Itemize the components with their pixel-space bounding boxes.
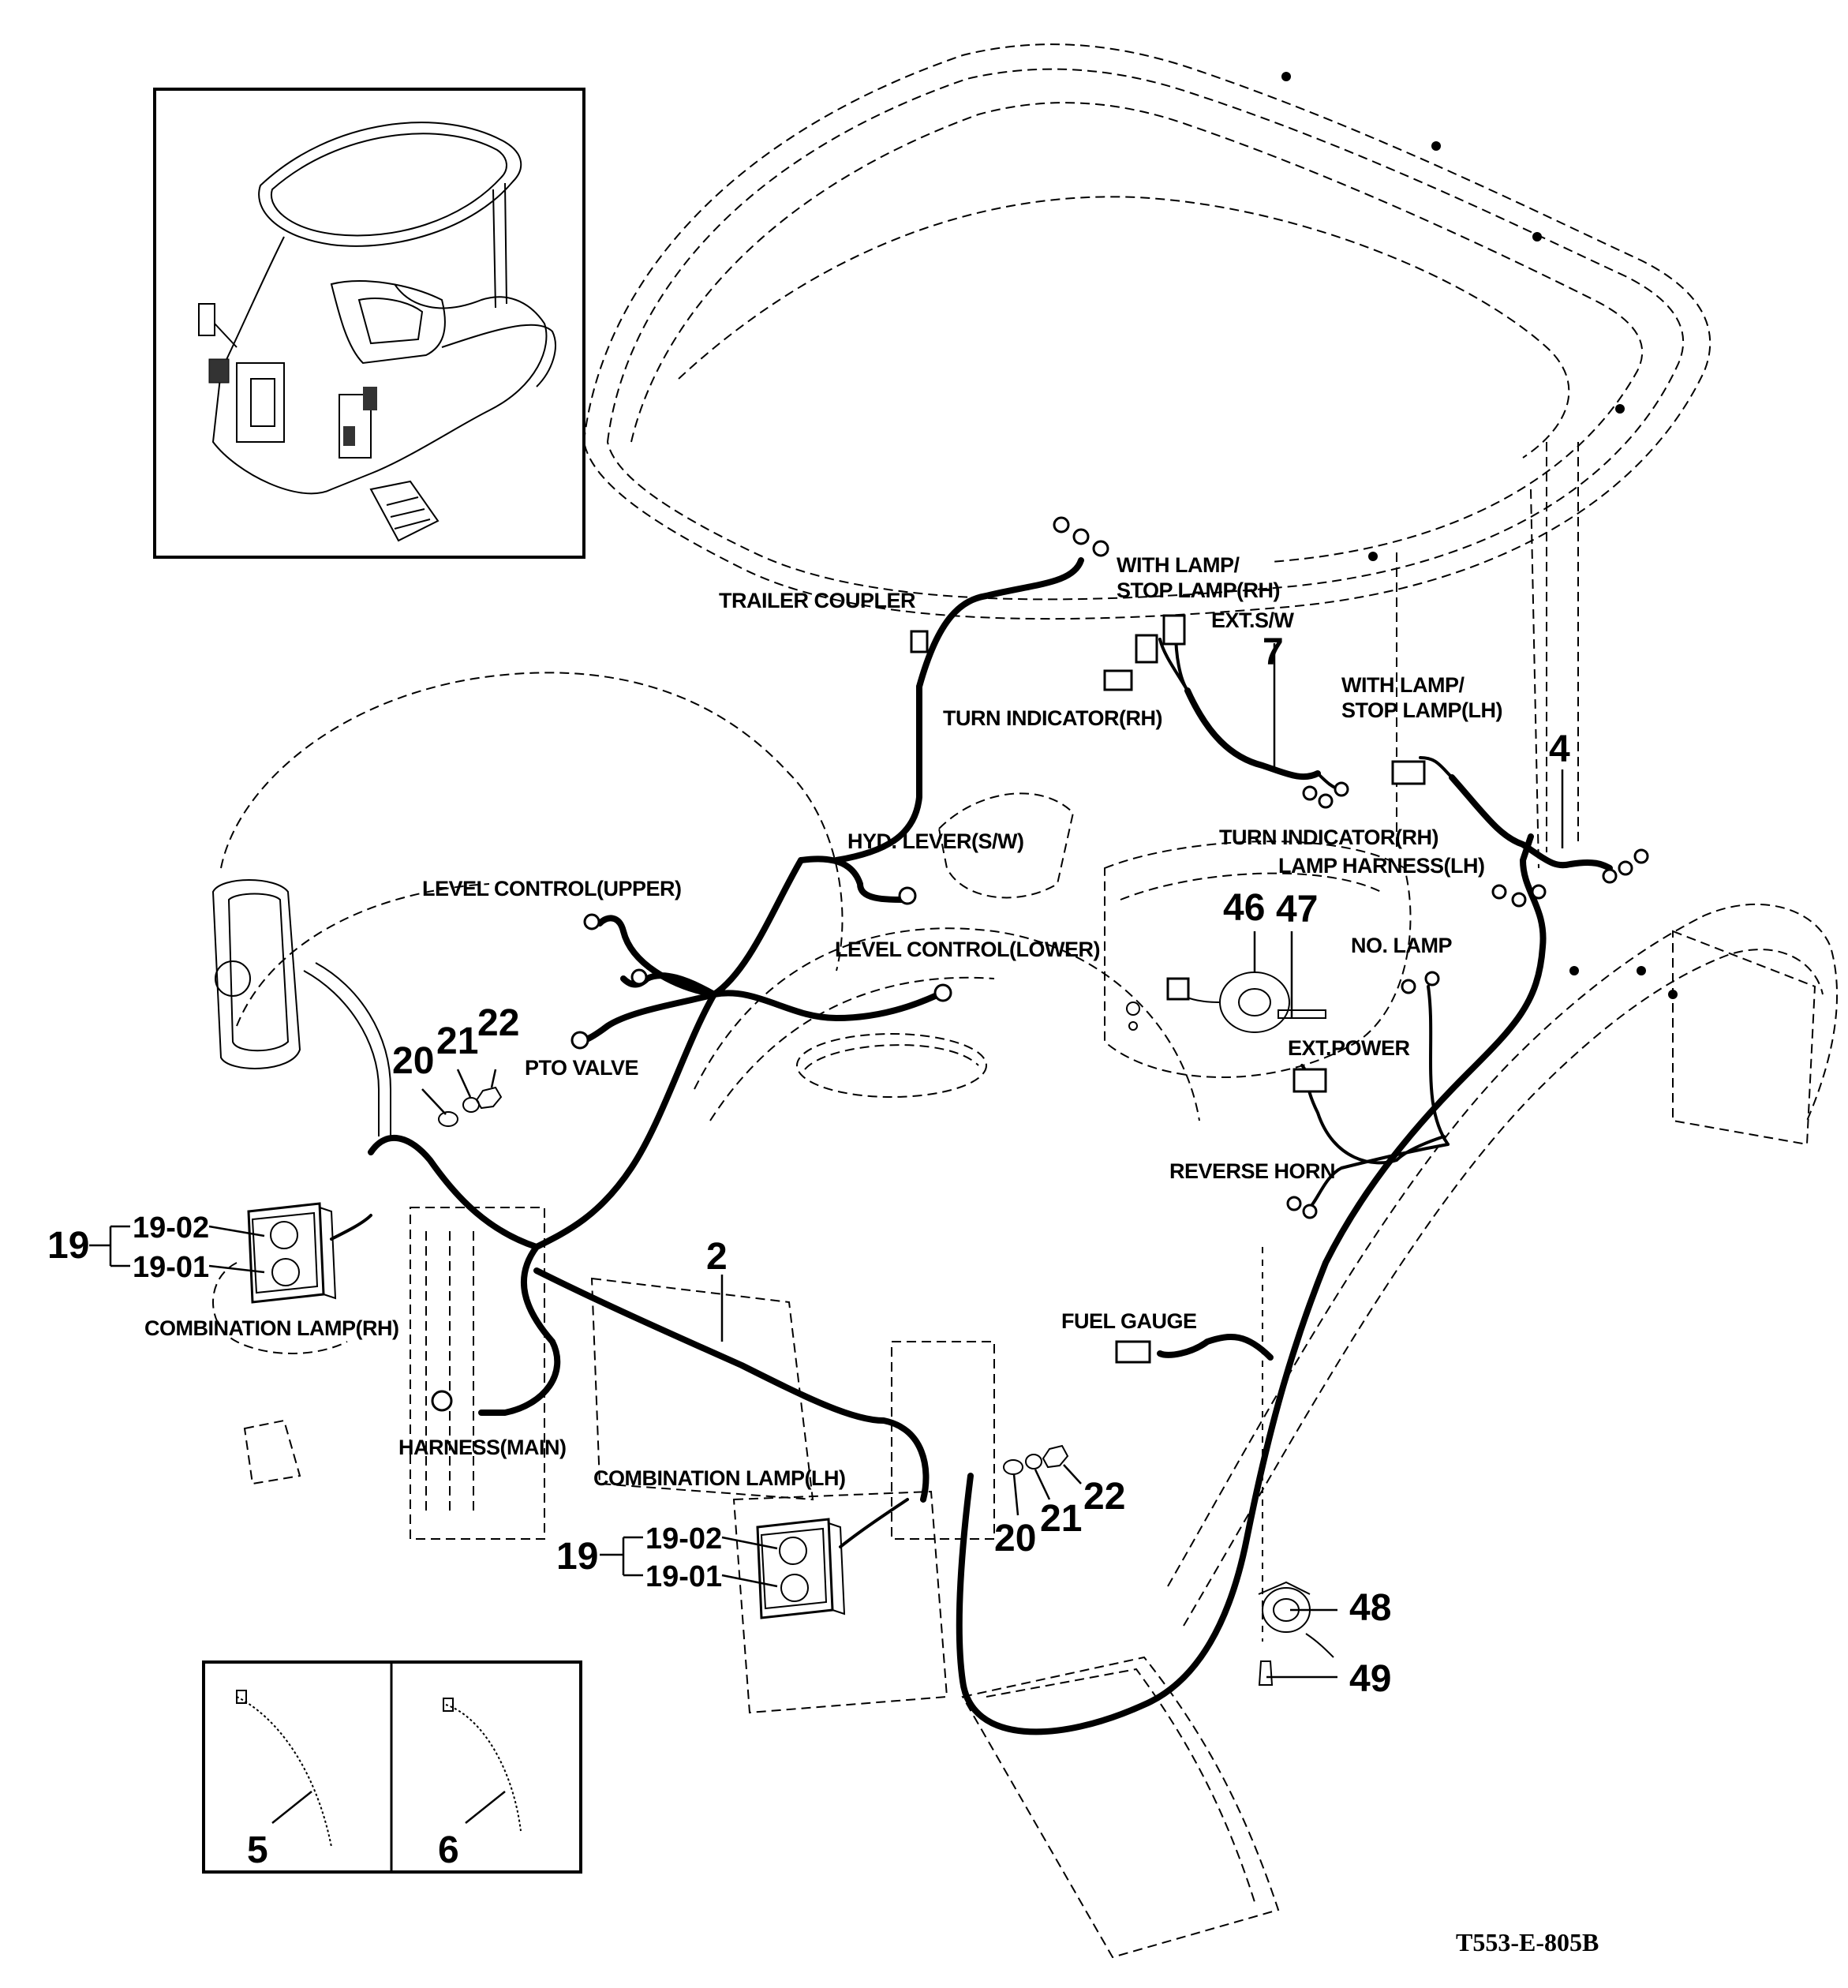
part-number-47: 47 (1276, 889, 1318, 930)
drawing-code: T553-E-805B (1456, 1928, 1599, 1956)
horn-48 (1258, 1247, 1334, 1686)
label-harness-main: HARNESS(MAIN) (398, 1436, 567, 1459)
part-numbers: 7 4 2 46 47 48 49 5 6 19 19-02 19-01 19 … (47, 631, 1570, 1871)
label-level-control-upper: LEVEL CONTROL(UPPER) (422, 877, 682, 900)
label-pto-valve: PTO VALVE (525, 1056, 638, 1080)
label-stop-lamp-lh-line2: STOP LAMP(LH) (1341, 698, 1502, 722)
callout-labels: TRAILER COUPLER WITH LAMP/ STOP LAMP(RH)… (144, 553, 1503, 1490)
label-ext-sw: EXT.S/W (1211, 608, 1295, 632)
washers-top (438, 1086, 503, 1127)
part-number-19-02-rh: 19-02 (133, 1211, 209, 1245)
part-number-19-rh: 19 (47, 1225, 89, 1267)
label-fuel-gauge: FUEL GAUGE (1061, 1309, 1197, 1333)
part-number-7: 7 (1263, 631, 1284, 673)
part-number-21-top: 21 (436, 1020, 478, 1062)
tractor-outline (211, 43, 1838, 1959)
label-turn-indicator-rh-upper: TURN INDICATOR(RH) (943, 706, 1162, 730)
part-number-22-bottom: 22 (1083, 1476, 1125, 1518)
label-ext-power: EXT.POWER (1288, 1036, 1410, 1060)
part-number-6: 6 (438, 1829, 459, 1871)
label-stop-lamp-rh-line2: STOP LAMP(RH) (1117, 578, 1280, 602)
label-combination-lamp-rh: COMBINATION LAMP(RH) (144, 1316, 398, 1340)
part-number-46: 46 (1223, 887, 1265, 929)
part-number-5: 5 (247, 1829, 268, 1871)
part-number-20-top: 20 (392, 1040, 434, 1082)
cable-tie-box (202, 1660, 582, 1874)
label-no-lamp: NO. LAMP (1351, 934, 1452, 957)
part-number-49: 49 (1349, 1658, 1391, 1700)
main-harness-wires (368, 557, 1613, 1735)
overview-inset (153, 88, 585, 559)
connectors (431, 516, 1649, 1412)
part-number-2: 2 (706, 1236, 728, 1278)
part-number-48: 48 (1349, 1587, 1391, 1629)
label-level-control-lower: LEVEL CONTROL(LOWER) (835, 938, 1100, 961)
part-number-22-top: 22 (477, 1002, 519, 1044)
part-number-4: 4 (1549, 728, 1570, 770)
part-number-19-01-lh: 19-01 (645, 1560, 722, 1593)
label-lamp-harness-lh: LAMP HARNESS(LH) (1278, 854, 1485, 878)
part-number-19-01-rh: 19-01 (133, 1251, 209, 1284)
part-46-47 (1126, 972, 1326, 1033)
label-hyd-lever: HYD. LEVER(S/W) (847, 829, 1024, 853)
label-with-lamp-rh-line1: WITH LAMP/ (1117, 553, 1240, 577)
label-turn-indicator-rh-lower: TURN INDICATOR(RH) (1219, 826, 1438, 849)
leader-lines (89, 643, 1564, 1824)
washers-bottom (1003, 1444, 1069, 1475)
combination-lamp-lh (756, 1498, 909, 1619)
part-number-21-bottom: 21 (1040, 1498, 1082, 1540)
label-reverse-horn: REVERSE HORN (1169, 1159, 1335, 1183)
label-combination-lamp-lh: COMBINATION LAMP(LH) (593, 1466, 845, 1490)
combination-lamp-rh (247, 1202, 372, 1304)
part-number-19-lh: 19 (556, 1536, 598, 1578)
label-with-lamp-lh-line1: WITH LAMP/ (1341, 673, 1465, 697)
part-number-20-bottom: 20 (994, 1518, 1036, 1559)
part-number-19-02-lh: 19-02 (645, 1522, 722, 1556)
label-trailer-coupler: TRAILER COUPLER (719, 589, 915, 612)
